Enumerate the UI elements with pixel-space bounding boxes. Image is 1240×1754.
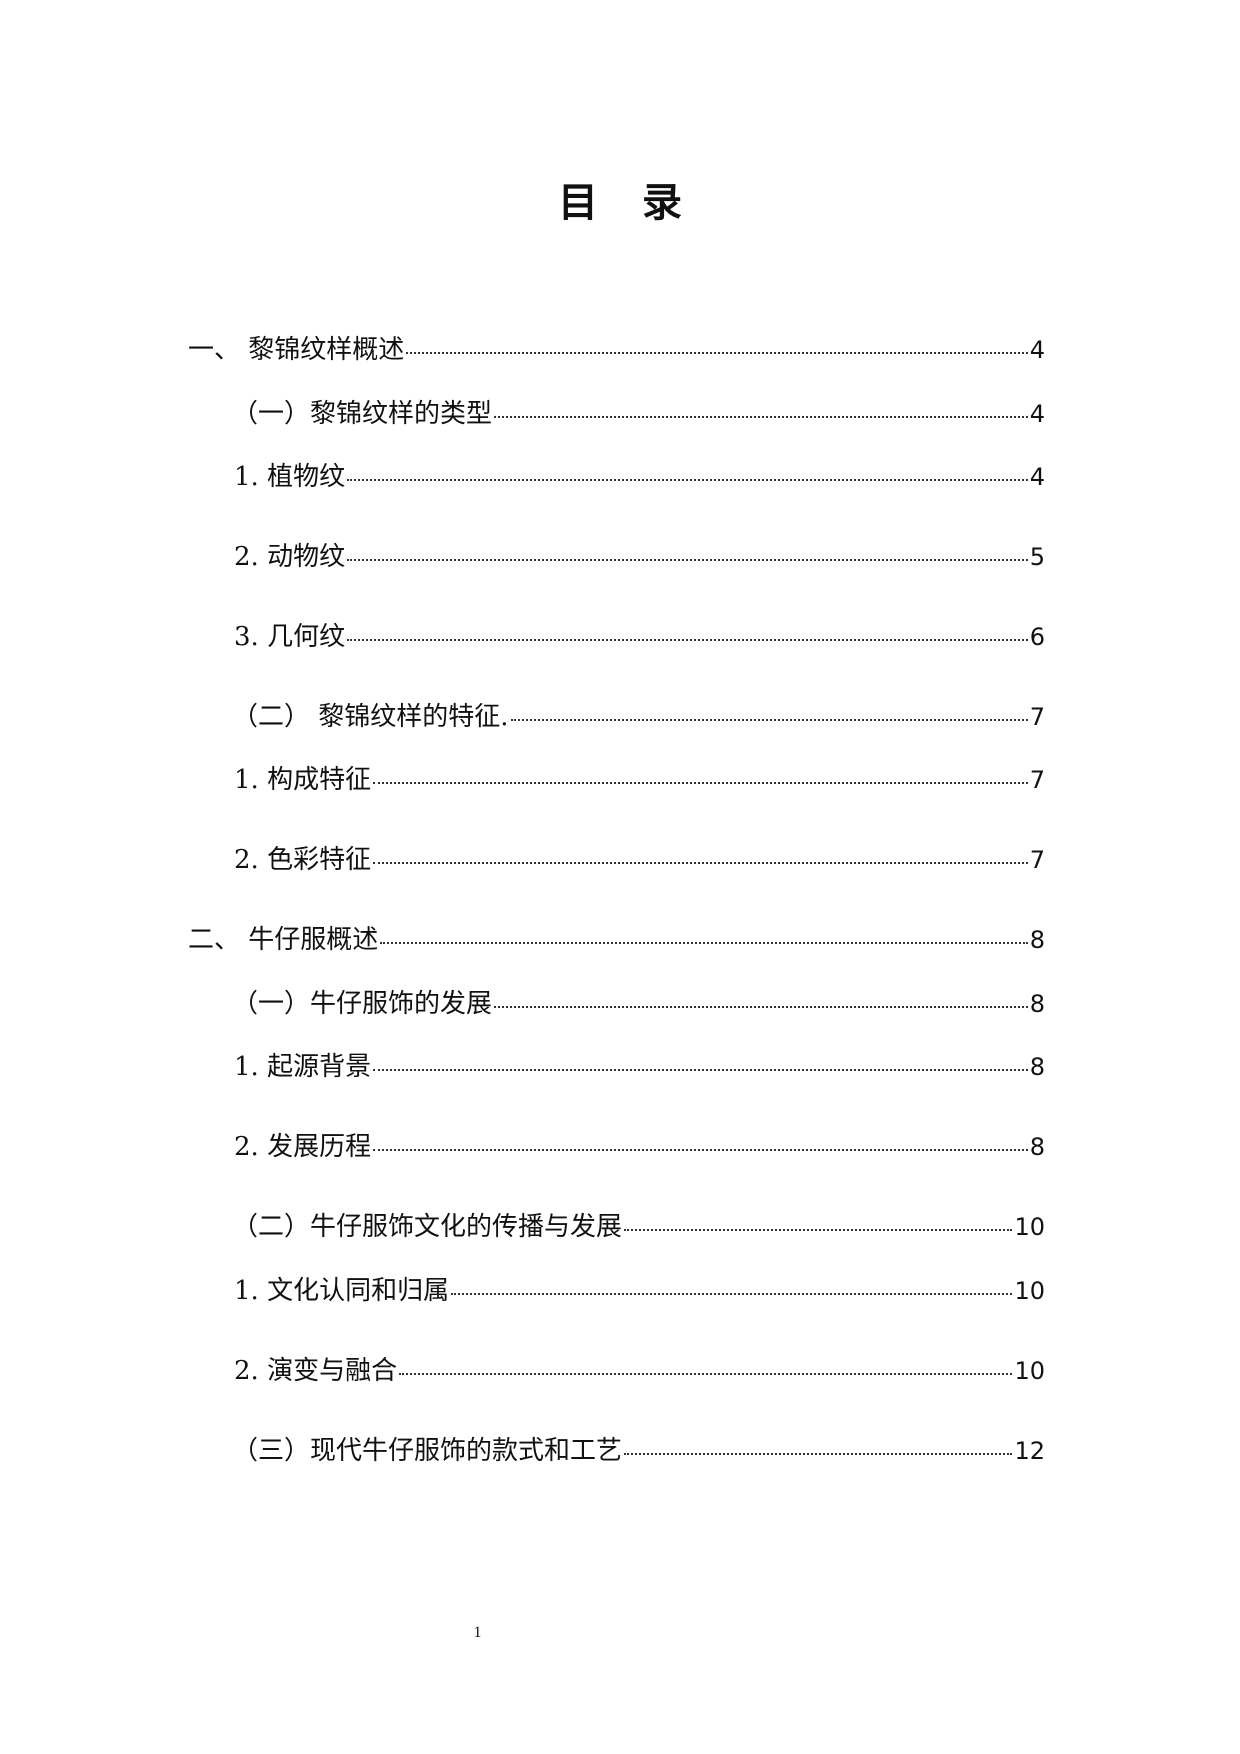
toc-entry-label: 3. 几何纹 bbox=[234, 622, 346, 652]
dot-leader bbox=[347, 479, 1028, 481]
toc-entry-page: 10 bbox=[1014, 1213, 1045, 1241]
dot-leader bbox=[373, 782, 1028, 784]
page-number: 1 bbox=[473, 1624, 482, 1641]
dot-leader bbox=[347, 639, 1028, 641]
dot-leader bbox=[373, 1149, 1028, 1151]
dot-leader bbox=[451, 1293, 1013, 1295]
toc-entry-page: 8 bbox=[1029, 926, 1045, 954]
toc-entry[interactable]: （二） 黎锦纹样的特征. 7 bbox=[232, 700, 1045, 734]
toc-entry-label: 1. 起源背景 bbox=[234, 1052, 372, 1082]
dot-leader bbox=[624, 1453, 1013, 1455]
dot-leader bbox=[399, 1373, 1013, 1375]
toc-entry-label: 2. 演变与融合 bbox=[234, 1356, 398, 1386]
toc-entry-page: 7 bbox=[1029, 703, 1045, 731]
dot-leader bbox=[494, 1006, 1028, 1008]
toc-entry-label: （一）牛仔服饰的发展 bbox=[232, 989, 493, 1019]
toc-entry-page: 7 bbox=[1029, 766, 1045, 794]
page-title: 目录 bbox=[558, 179, 726, 226]
toc-entry-page: 4 bbox=[1029, 336, 1045, 364]
toc-entry[interactable]: 3. 几何纹 6 bbox=[234, 620, 1045, 654]
dot-leader bbox=[624, 1229, 1013, 1231]
toc-entry-label: 2. 动物纹 bbox=[234, 542, 346, 572]
toc-entry-page: 6 bbox=[1029, 623, 1045, 651]
toc-entry[interactable]: （二）牛仔服饰文化的传播与发展 10 bbox=[232, 1210, 1045, 1244]
toc-entry[interactable]: 2. 发展历程 8 bbox=[234, 1130, 1045, 1164]
dot-leader bbox=[406, 352, 1028, 354]
toc-entry-label: 1. 植物纹 bbox=[234, 462, 346, 492]
toc-entry-page: 5 bbox=[1029, 543, 1045, 571]
toc-entry[interactable]: 2. 色彩特征 7 bbox=[234, 843, 1045, 877]
toc-entry-page: 10 bbox=[1014, 1357, 1045, 1385]
toc-entry-page: 10 bbox=[1014, 1277, 1045, 1305]
toc-entry-page: 7 bbox=[1029, 846, 1045, 874]
toc-entry-label: 一、 黎锦纹样概述 bbox=[188, 335, 405, 365]
toc-entry-page: 4 bbox=[1029, 463, 1045, 491]
toc-entry-label: 2. 色彩特征 bbox=[234, 845, 372, 875]
toc-entry[interactable]: 1. 起源背景 8 bbox=[234, 1050, 1045, 1084]
toc-entry-label: 二、 牛仔服概述 bbox=[188, 925, 379, 955]
toc-entry[interactable]: 1. 植物纹 4 bbox=[234, 460, 1045, 494]
toc-entry-label: （一）黎锦纹样的类型 bbox=[232, 399, 493, 429]
toc-entry-label: （二）牛仔服饰文化的传播与发展 bbox=[232, 1212, 623, 1242]
toc-entry-page: 8 bbox=[1029, 1133, 1045, 1161]
toc-entry[interactable]: 一、 黎锦纹样概述 4 bbox=[188, 333, 1045, 367]
dot-leader bbox=[373, 862, 1028, 864]
toc-entry[interactable]: （三）现代牛仔服饰的款式和工艺 12 bbox=[232, 1434, 1045, 1468]
dot-leader bbox=[510, 719, 1028, 721]
toc-entry-label: （二） 黎锦纹样的特征. bbox=[232, 702, 509, 732]
dot-leader bbox=[347, 559, 1028, 561]
toc-entry[interactable]: 1. 文化认同和归属 10 bbox=[234, 1274, 1045, 1308]
toc-entry[interactable]: （一）牛仔服饰的发展 8 bbox=[232, 987, 1045, 1021]
toc-entry[interactable]: 2. 演变与融合 10 bbox=[234, 1354, 1045, 1388]
toc-entry-page: 8 bbox=[1029, 1053, 1045, 1081]
dot-leader bbox=[494, 416, 1028, 418]
toc-entry-page: 4 bbox=[1029, 400, 1045, 428]
toc-entry-label: 2. 发展历程 bbox=[234, 1132, 372, 1162]
toc-entry-label: （三）现代牛仔服饰的款式和工艺 bbox=[232, 1436, 623, 1466]
dot-leader bbox=[373, 1069, 1028, 1071]
toc-entry-label: 1. 文化认同和归属 bbox=[234, 1276, 450, 1306]
toc-entry-label: 1. 构成特征 bbox=[234, 765, 372, 795]
dot-leader bbox=[380, 942, 1028, 944]
toc-entry[interactable]: （一）黎锦纹样的类型 4 bbox=[232, 397, 1045, 431]
toc-entry-page: 8 bbox=[1029, 990, 1045, 1018]
toc-entry[interactable]: 二、 牛仔服概述 8 bbox=[188, 923, 1045, 957]
toc-entry[interactable]: 1. 构成特征 7 bbox=[234, 763, 1045, 797]
toc-entry[interactable]: 2. 动物纹 5 bbox=[234, 540, 1045, 574]
toc-entry-page: 12 bbox=[1014, 1437, 1045, 1465]
